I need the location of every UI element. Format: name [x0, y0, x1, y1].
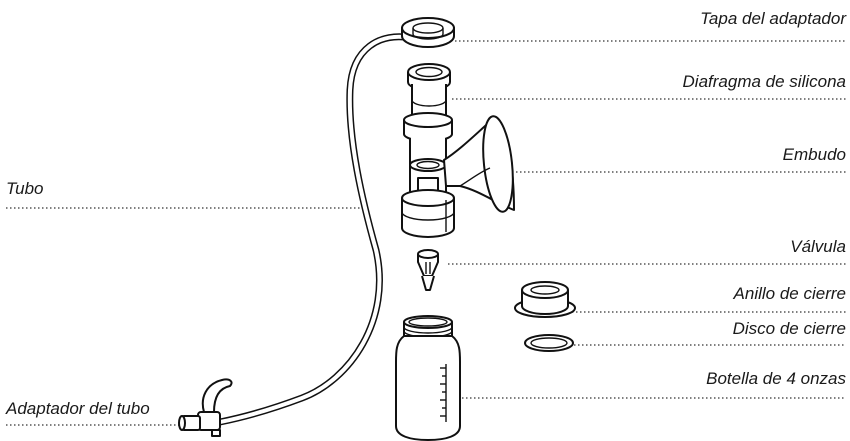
label-diafragma-de-silicona: Diafragma de silicona: [452, 72, 846, 99]
label-tapa-del-adaptador: Tapa del adaptador: [455, 9, 847, 41]
label-disco-de-cierre: Disco de cierre: [574, 319, 846, 345]
label-text-diafragma: Diafragma de silicona: [683, 72, 846, 91]
label-text-anillo: Anillo de cierre: [733, 284, 846, 303]
label-text-valvula: Válvula: [790, 237, 846, 256]
label-text-embudo: Embudo: [783, 145, 846, 164]
label-embudo: Embudo: [512, 145, 846, 172]
bottle-illustration: [396, 316, 460, 440]
sealing-ring-illustration: [515, 282, 575, 317]
label-botella-de-4-onzas: Botella de 4 onzas: [462, 369, 846, 398]
label-text-botella: Botella de 4 onzas: [706, 369, 846, 388]
adapter-cap-illustration: [402, 18, 454, 47]
label-text-disco: Disco de cierre: [733, 319, 846, 338]
label-adaptador-del-tubo: Adaptador del tubo: [5, 399, 196, 425]
tube-adapter-illustration: [179, 379, 232, 436]
sealing-disc-illustration: [525, 335, 573, 351]
label-anillo-de-cierre: Anillo de cierre: [572, 284, 846, 312]
label-tubo: Tubo: [6, 179, 365, 208]
funnel-illustration: [402, 113, 517, 237]
label-text-tapa: Tapa del adaptador: [700, 9, 847, 28]
label-valvula: Válvula: [448, 237, 846, 264]
label-text-adaptador-tubo: Adaptador del tubo: [5, 399, 150, 418]
tube-illustration: [220, 37, 412, 422]
valve-illustration: [418, 250, 438, 290]
label-text-tubo: Tubo: [6, 179, 44, 198]
